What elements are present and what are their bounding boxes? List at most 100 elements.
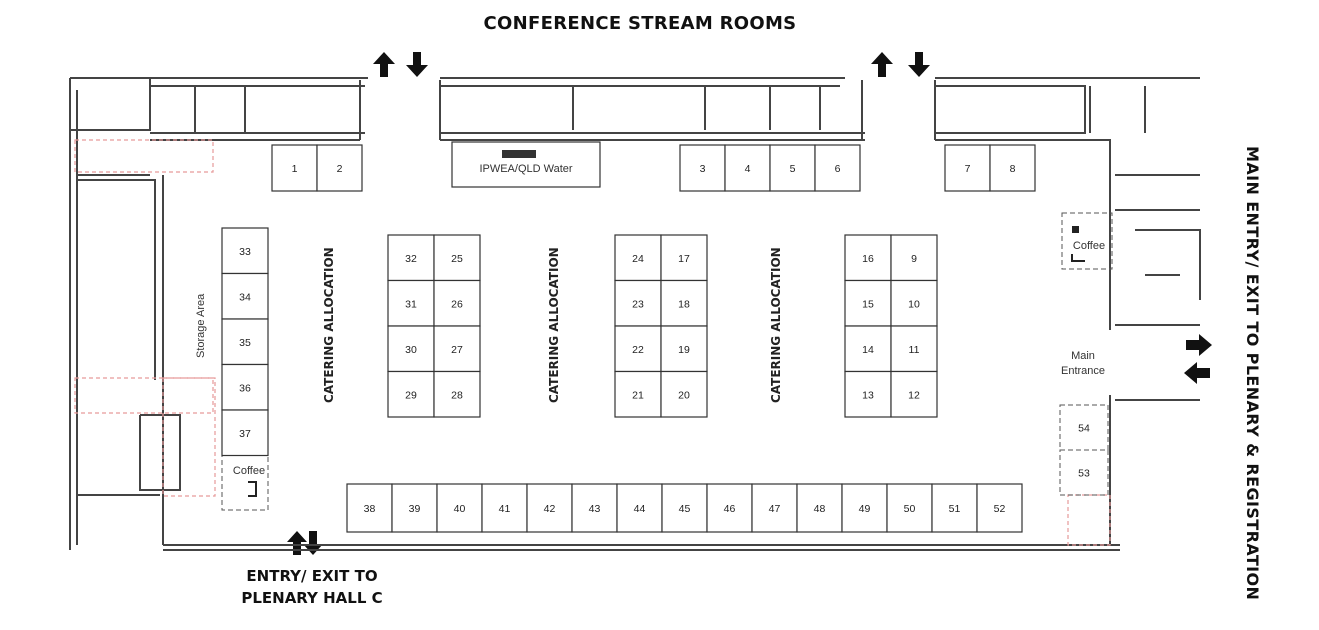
booth-number: 35 (239, 337, 251, 349)
main-entrance-label-line2: Entrance (1061, 365, 1105, 377)
booth-number: 12 (908, 389, 920, 401)
booth-outline (346, 483, 393, 533)
booth-outline (221, 409, 269, 457)
booth-37: 37 (221, 409, 269, 457)
booth-3: 3 (679, 144, 726, 192)
coffee-label: Coffee (233, 465, 265, 477)
booth-54: 54 (1059, 404, 1109, 451)
booth-number: 5 (790, 163, 796, 175)
booth-2: 2 (316, 144, 363, 192)
booth-outline (814, 144, 861, 192)
booth-20: 20 (660, 370, 708, 418)
booth-38: 38 (346, 483, 393, 533)
booth-outline (571, 483, 618, 533)
title-entry-exit-plenary-hall-c: ENTRY/ EXIT TO PLENARY HALL C (212, 565, 412, 609)
booth-outline (1059, 449, 1109, 496)
booth-number: 50 (904, 503, 916, 515)
sponsor-stand: IPWEA/QLD Water (451, 141, 601, 188)
booth-24: 24 (614, 234, 662, 282)
booth-outline (796, 483, 843, 533)
booth-number: 40 (454, 503, 466, 515)
booth-48: 48 (796, 483, 843, 533)
booth-outline (706, 483, 753, 533)
booth-number: 13 (862, 389, 874, 401)
booth-outline (387, 279, 435, 327)
booth-41: 41 (481, 483, 528, 533)
catering-allocation-label-2: CATERING ALLOCATION (547, 247, 561, 403)
booth-outline (481, 483, 528, 533)
booth-number: 53 (1078, 468, 1090, 480)
booth-number: 11 (909, 344, 920, 356)
booth-outline (660, 370, 708, 418)
fire-paths (74, 139, 1111, 546)
booth-number: 44 (634, 503, 646, 515)
booth-number: 36 (239, 382, 251, 394)
booth-number: 22 (632, 344, 644, 356)
booth-number: 24 (632, 253, 644, 265)
booth-16: 16 (844, 234, 892, 282)
booth-number: 51 (949, 503, 961, 515)
booth-52: 52 (976, 483, 1023, 533)
booth-number: 23 (632, 298, 644, 310)
booth-number: 27 (451, 344, 463, 356)
booth-outline (614, 234, 662, 282)
booth-31: 31 (387, 279, 435, 327)
down-arrow-icon (406, 52, 428, 77)
booth-number: 39 (409, 503, 421, 515)
booth-outline (769, 144, 816, 192)
booth-number: 16 (862, 253, 874, 265)
down-arrow-icon (908, 52, 930, 77)
up-arrow-icon (287, 531, 307, 555)
booth-44: 44 (616, 483, 663, 533)
booth-18: 18 (660, 279, 708, 327)
booth-17: 17 (660, 234, 708, 282)
booth-29: 29 (387, 370, 435, 418)
booth-outline (433, 370, 481, 418)
booth-5: 5 (769, 144, 816, 192)
booth-number: 17 (678, 253, 690, 265)
booth-number: 33 (239, 246, 251, 258)
right-arrow-icon (1186, 334, 1212, 356)
storage-area-label: Storage Area (195, 293, 207, 358)
booth-6: 6 (814, 144, 861, 192)
booth-45: 45 (661, 483, 708, 533)
sponsor-label: IPWEA/QLD Water (479, 163, 572, 175)
booth-outline (526, 483, 573, 533)
booth-26: 26 (433, 279, 481, 327)
booth-outline (976, 483, 1023, 533)
booth-22: 22 (614, 325, 662, 373)
booth-number: 6 (835, 163, 841, 175)
booth-number: 37 (239, 428, 251, 440)
booth-outline (221, 272, 269, 320)
booth-32: 32 (387, 234, 435, 282)
booth-outline (660, 279, 708, 327)
booth-number: 31 (405, 298, 417, 310)
booth-39: 39 (391, 483, 438, 533)
booth-number: 48 (814, 503, 826, 515)
booth-outline (316, 144, 363, 192)
booth-4: 4 (724, 144, 771, 192)
booth-1: 1 (271, 144, 318, 192)
booth-51: 51 (931, 483, 978, 533)
booth-number: 54 (1078, 423, 1090, 435)
booth-15: 15 (844, 279, 892, 327)
booth-outline (616, 483, 663, 533)
booth-number: 18 (678, 298, 690, 310)
booth-number: 20 (678, 389, 690, 401)
booth-number: 2 (337, 163, 343, 175)
booth-53: 53 (1059, 449, 1109, 496)
entry-exit-line2: PLENARY HALL C (241, 589, 383, 607)
booth-34: 34 (221, 272, 269, 320)
booth-number: 38 (364, 503, 376, 515)
booth-outline (944, 144, 991, 192)
main-entrance-label-line1: Main (1071, 350, 1095, 362)
booth-number: 42 (544, 503, 556, 515)
booth-outline (387, 370, 435, 418)
booth-21: 21 (614, 370, 662, 418)
booth-number: 41 (499, 503, 511, 515)
booth-outline (660, 325, 708, 373)
booth-42: 42 (526, 483, 573, 533)
booth-13: 13 (844, 370, 892, 418)
booth-36: 36 (221, 363, 269, 411)
